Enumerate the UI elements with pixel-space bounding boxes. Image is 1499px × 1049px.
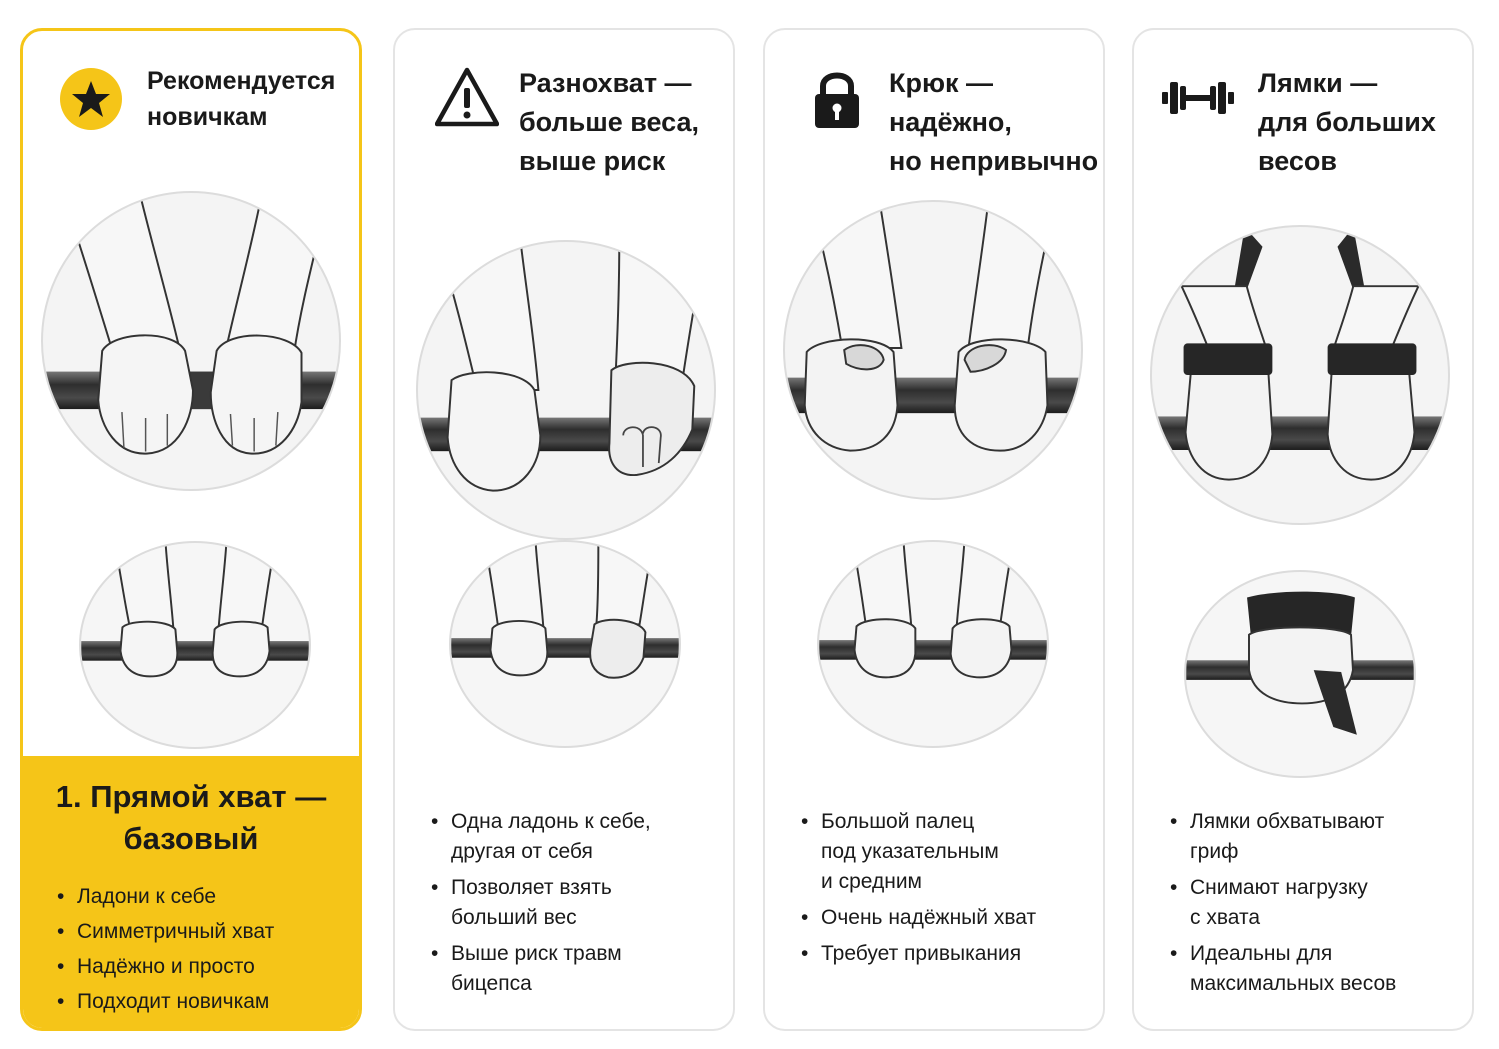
grip-card-hook: Крюк — надёжно, но непривычно Большой па… (763, 28, 1105, 1031)
bullet-item: Надёжно и просто (57, 952, 347, 982)
card-title: Лямки — для больших весов (1258, 68, 1436, 176)
star-icon (59, 67, 123, 131)
grip-card-straps: Лямки — для больших весов Лямки обхватыв… (1132, 28, 1474, 1031)
card-header: Лямки — для больших весов (1134, 30, 1472, 200)
bullet-item: Симметричный хват (57, 917, 347, 947)
card-description: Большой палец под указательным и средним… (765, 755, 1103, 1029)
bullet-item: Одна ладонь к себе, другая от себя (431, 807, 721, 867)
bullet-list: Лямки обхватывают гриф Снимают нагрузку … (1170, 807, 1460, 1005)
bullet-list: Одна ладонь к себе, другая от себя Позво… (431, 807, 721, 1005)
grip-illustration-small (817, 540, 1049, 748)
bullet-list: Ладони к себе Симметричный хват Надёжно … (57, 882, 347, 1022)
grip-card-mixed: Разнохват — больше веса, выше риск Одна … (393, 28, 735, 1031)
card-header: Крюк — надёжно, но непривычно (765, 30, 1103, 200)
card-title: Крюк — надёжно, но непривычно (889, 68, 1099, 176)
bullet-item: Снимают нагрузку с хвата (1170, 873, 1460, 933)
card-header: Разнохват — больше веса, выше риск (395, 30, 733, 200)
bullet-item: Большой палец под указательным и средним (801, 807, 1091, 897)
bullet-item: Идеальны для максимальных весов (1170, 939, 1460, 999)
card-description: Лямки обхватывают гриф Снимают нагрузку … (1134, 755, 1472, 1029)
grip-illustration-large (416, 240, 716, 540)
grip-name: 1. Прямой хват — базовый (55, 779, 327, 856)
grip-illustration-small (449, 540, 681, 748)
warning-icon (434, 66, 500, 130)
card-title: Рекомендуется новичкам (147, 67, 336, 131)
grip-illustration-large (783, 200, 1083, 500)
card-description: 1. Прямой хват — базовый Ладони к себе С… (23, 756, 359, 1028)
card-title: Разнохват — больше веса, выше риск (519, 68, 700, 176)
card-description: Одна ладонь к себе, другая от себя Позво… (395, 755, 733, 1029)
bullet-list: Большой палец под указательным и средним… (801, 807, 1091, 975)
bullet-item: Выше риск травм бицепса (431, 939, 721, 999)
card-header: Рекомендуется новичкам (23, 31, 359, 201)
grip-illustration-small (79, 541, 311, 749)
bullet-item: Очень надёжный хват (801, 903, 1091, 933)
bullet-item: Подходит новичкам (57, 987, 347, 1017)
grip-illustration-large (41, 191, 341, 491)
grip-card-overhand: Рекомендуется новичкам 1. Прямой хват — … (20, 28, 362, 1031)
lock-icon (805, 66, 869, 130)
dumbbell-icon (1160, 66, 1236, 130)
bullet-item: Позволяет взять больший вес (431, 873, 721, 933)
bullet-item: Ладони к себе (57, 882, 347, 912)
bullet-item: Требует привыкания (801, 939, 1091, 969)
grip-illustration-large (1150, 225, 1450, 525)
bullet-item: Лямки обхватывают гриф (1170, 807, 1460, 867)
grip-illustration-small (1184, 570, 1416, 778)
